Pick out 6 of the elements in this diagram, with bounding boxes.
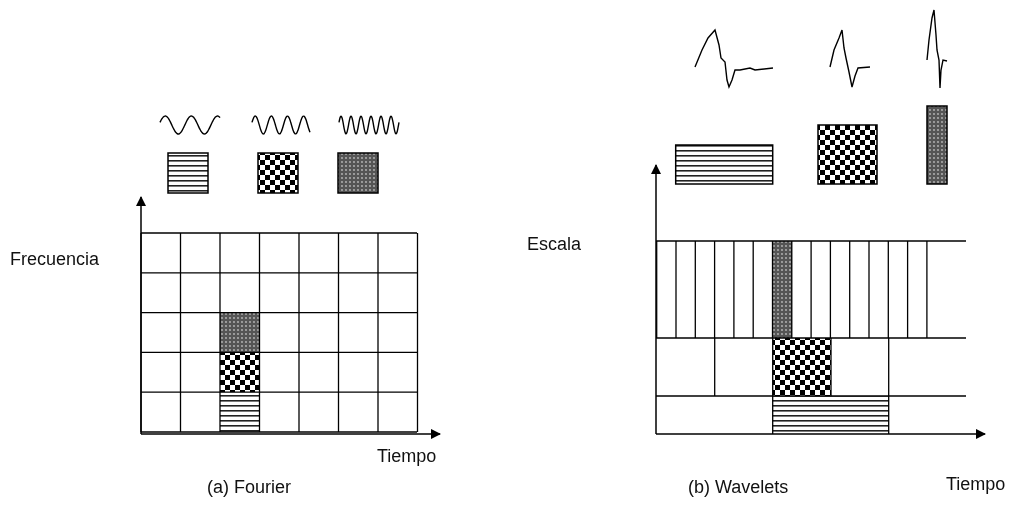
axis-label: Escala	[527, 235, 582, 253]
axis-label: Frecuencia	[10, 250, 100, 268]
axis-label: Tiempo	[377, 447, 437, 465]
panel-caption: (a) Fourier	[207, 478, 291, 496]
panel-caption: (b) Wavelets	[688, 478, 789, 496]
axis-label: Tiempo	[946, 475, 1006, 493]
